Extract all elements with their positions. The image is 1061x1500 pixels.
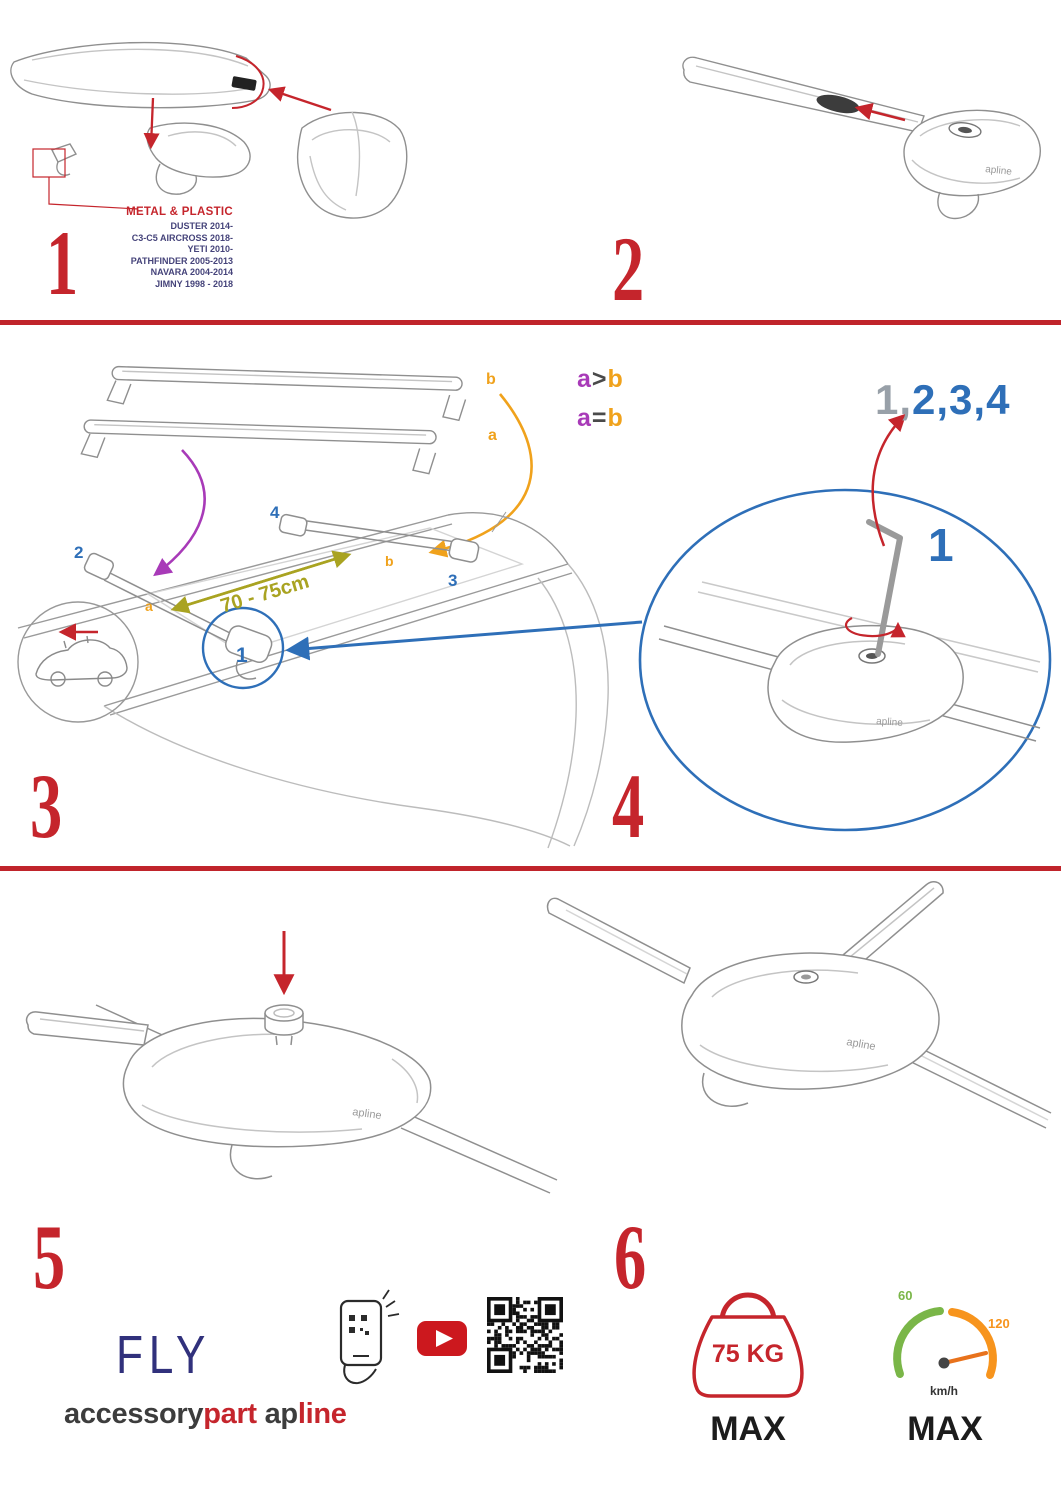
step6-number: 6 xyxy=(614,1206,647,1308)
mounted-crossbars xyxy=(83,513,480,680)
formula-a-gt-b: a>b xyxy=(577,365,624,394)
section-divider-1 xyxy=(0,320,1061,325)
rotate-arrow xyxy=(844,617,906,638)
material-label: METAL & PLASTIC xyxy=(126,206,233,218)
sequence-first: 1, xyxy=(875,376,913,423)
brand-accessory: accessory xyxy=(64,1398,204,1430)
qr-code xyxy=(487,1297,563,1373)
car-roof-drawing xyxy=(17,511,609,849)
zoom-ellipse xyxy=(638,488,1052,832)
formula-b: b xyxy=(607,365,624,393)
step5-foot-drawing: apline xyxy=(25,1004,558,1194)
allen-key xyxy=(866,519,903,657)
bar-b-label: b xyxy=(486,371,496,388)
bar-logo-text: apline xyxy=(352,1106,383,1122)
position-4-label: 4 xyxy=(270,503,280,522)
formula-a: a xyxy=(577,404,592,432)
fly-logo: FLY xyxy=(116,1325,212,1385)
bar-logo-text: apline xyxy=(985,164,1013,178)
formula-b: b xyxy=(607,404,624,432)
span-a-label: a xyxy=(145,598,153,614)
foot-callout-number: 1 xyxy=(236,644,248,667)
step1-red-arrows xyxy=(32,55,332,210)
formula-a-eq-b: a=b xyxy=(577,404,624,433)
compat-model: JIMNY 1998 - 2018 xyxy=(155,278,233,289)
bar-logo-patch xyxy=(231,76,257,91)
zoom-callout-number: 1 xyxy=(928,519,954,571)
step6-foot-drawing: apline xyxy=(546,881,1052,1129)
crossbar-b-drawing xyxy=(106,365,467,422)
bar-slot xyxy=(816,94,860,114)
step1-number: 1 xyxy=(46,212,79,314)
scan-qr-phone-icon xyxy=(339,1289,400,1385)
speed-unit-label: km/h xyxy=(929,1384,958,1398)
sequence-rest: 2,3,4 xyxy=(912,376,1011,423)
bar-logo-text: apline xyxy=(876,716,904,729)
position-2-label: 2 xyxy=(74,543,84,562)
compat-model: DUSTER 2014- xyxy=(170,221,233,231)
top-section-art: apline xyxy=(10,41,1041,220)
purple-guide-arrow xyxy=(153,449,206,577)
brand-line: line xyxy=(297,1398,347,1430)
footer-icons-art xyxy=(339,1289,997,1398)
speedometer-icon xyxy=(893,1307,997,1379)
bar-a-label: a xyxy=(488,427,497,444)
formula-a: a xyxy=(577,365,592,393)
bar-logo-text: apline xyxy=(845,1036,876,1053)
section-divider-2 xyxy=(0,866,1061,871)
compat-model: C3-C5 AIRCROSS 2018- xyxy=(131,232,233,243)
compat-model: NAVARA 2004-2014 xyxy=(150,267,233,277)
step4-number: 4 xyxy=(612,755,645,857)
orange-guide-arrow xyxy=(428,393,533,558)
youtube-icon xyxy=(417,1321,467,1356)
max-weight-label: MAX xyxy=(710,1410,786,1448)
step2-number: 2 xyxy=(612,218,645,320)
compat-model: PATHFINDER 2005-2013 xyxy=(130,255,233,266)
middle-section-art: apline xyxy=(17,365,1052,849)
step1-exploded-bar-drawing xyxy=(10,41,408,219)
bottom-section-art: apline apline xyxy=(25,881,1052,1194)
speedometer-needle xyxy=(942,1351,988,1365)
formula-op: > xyxy=(591,365,608,393)
step2-red-arrow xyxy=(854,102,906,122)
measure-arrow-reverse xyxy=(170,553,349,614)
car-direction-inset xyxy=(17,601,139,723)
step4-zoom-art: apline xyxy=(638,413,1052,832)
position-3-label: 3 xyxy=(448,571,458,590)
formula-op: = xyxy=(591,404,608,432)
brand-ap: ap xyxy=(264,1398,299,1430)
max-speed-label: MAX xyxy=(907,1410,983,1448)
zoom-connector-arrow xyxy=(285,620,643,661)
brand-part: part xyxy=(203,1398,257,1430)
speed-high-label: 120 xyxy=(988,1316,1010,1331)
max-weight-icon xyxy=(692,1292,804,1398)
tighten-sequence-arrow xyxy=(871,413,907,547)
step2-bar-drawing: apline xyxy=(682,56,1041,220)
crossbar-a-drawing xyxy=(80,419,437,475)
tighten-sequence: 1,2,3,4 xyxy=(875,376,1010,424)
compatibility-block: METAL & PLASTIC DUSTER 2014- C3-C5 AIRCR… xyxy=(70,206,233,290)
brand-wordmark: accessorypart apline xyxy=(64,1398,347,1431)
max-weight-value: 75 KG xyxy=(711,1340,785,1368)
span-b-label: b xyxy=(385,553,394,569)
step5-number: 5 xyxy=(33,1206,66,1308)
step3-number: 3 xyxy=(30,755,63,857)
compat-model: YETI 2010- xyxy=(187,244,233,254)
speed-low-label: 60 xyxy=(898,1288,913,1303)
foot-callout-circle xyxy=(201,606,285,690)
